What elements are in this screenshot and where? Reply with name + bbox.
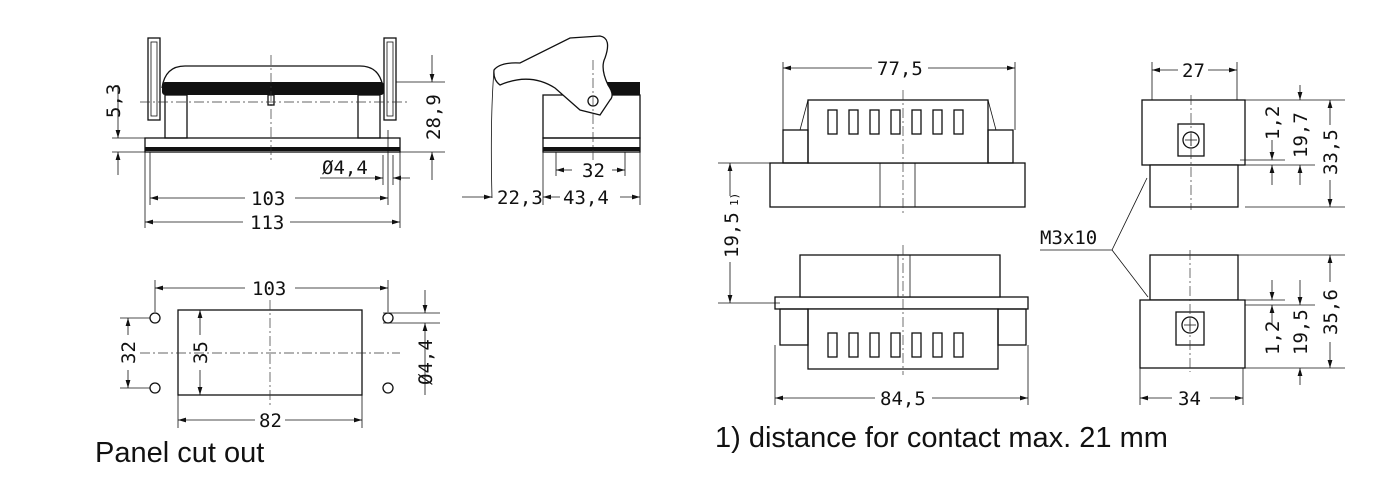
dim-diameter-4-4-cutout: Ø4,4: [415, 339, 437, 385]
contact-cavity: [827, 332, 838, 358]
dim-19-5: 19,5: [1290, 309, 1312, 355]
insert-side-views: M3x10 27 34 1,2 19,7 33,5 1,2 19,5: [1040, 60, 1345, 410]
contact-cavity: [827, 109, 838, 135]
contact-cavity: [932, 332, 943, 358]
cover-side-view: 32 22,3 43,4: [462, 35, 641, 209]
contact-cavity: [848, 109, 859, 135]
dim-32-cutout: 32: [118, 341, 140, 364]
contact-cavity: [953, 109, 964, 135]
panel-cutout-caption: Panel cut out: [95, 437, 265, 469]
screw-label-m3x10: M3x10: [1040, 227, 1097, 249]
dim-33-5: 33,5: [1320, 129, 1342, 175]
dim-77-5: 77,5: [877, 58, 923, 80]
contact-cavity: [890, 332, 901, 358]
dim-19-7: 19,7: [1290, 112, 1312, 158]
dim-32: 32: [582, 160, 605, 182]
dim-5-3: 5,3: [103, 84, 125, 118]
dim-103-cutout: 103: [252, 278, 286, 300]
cover-front-view: 5,3 28,9 Ø4,4 103 113: [103, 37, 445, 234]
dim-1-2-bottom: 1,2: [1262, 321, 1284, 355]
dim-diameter-4-4: Ø4,4: [322, 157, 368, 179]
dim-34: 34: [1178, 388, 1201, 410]
footnote-marker: 1): [728, 193, 741, 206]
insert-front-views: 77,5 84,5 19,5 1): [718, 58, 1029, 410]
dim-84-5: 84,5: [880, 388, 926, 410]
panel-cutout-view: 103 82 32 35 Ø4,4: [118, 278, 440, 432]
contact-cavity: [911, 109, 922, 135]
contact-cavity: [953, 332, 964, 358]
dim-28-9: 28,9: [423, 94, 445, 140]
dim-19-5-contact: 19,5: [721, 212, 743, 258]
dim-113: 113: [250, 212, 284, 234]
contact-cavity: [869, 332, 880, 358]
contact-cavity: [911, 332, 922, 358]
dim-22-3: 22,3: [497, 187, 543, 209]
footnote-text: 1) distance for contact max. 21 mm: [715, 422, 1168, 454]
dim-43-4: 43,4: [563, 187, 609, 209]
contact-cavity: [890, 109, 901, 135]
contact-cavity: [848, 332, 859, 358]
contact-cavity: [932, 109, 943, 135]
contact-cavity: [869, 109, 880, 135]
dim-1-2-top: 1,2: [1262, 106, 1284, 140]
dim-103: 103: [251, 188, 285, 210]
dim-35: 35: [190, 341, 212, 364]
dim-82: 82: [259, 410, 282, 432]
dim-27: 27: [1182, 60, 1205, 82]
dim-35-6: 35,6: [1320, 289, 1342, 335]
